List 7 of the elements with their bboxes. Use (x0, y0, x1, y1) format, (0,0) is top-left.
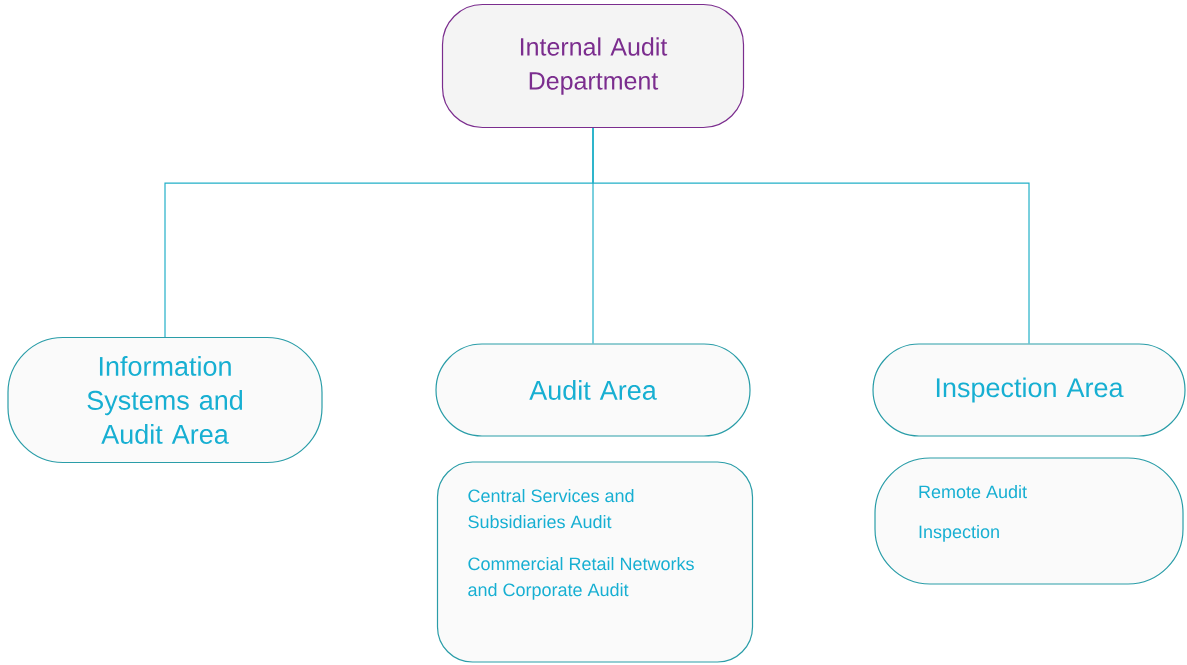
rounded-box: Audit Area (435, 343, 751, 437)
connector-line (592, 127, 1030, 344)
rounded-box: Inspection Area (872, 343, 1186, 437)
rounded-box: Information Systems and Audit Area (7, 336, 323, 464)
rounded-box: Central Services and Subsidiaries Audit Commercial Retail Networks and Corporate Audit (436, 461, 754, 663)
rounded-box: Remote Audit Inspection (874, 457, 1184, 585)
rounded-box: Internal Audit Department (441, 3, 745, 129)
